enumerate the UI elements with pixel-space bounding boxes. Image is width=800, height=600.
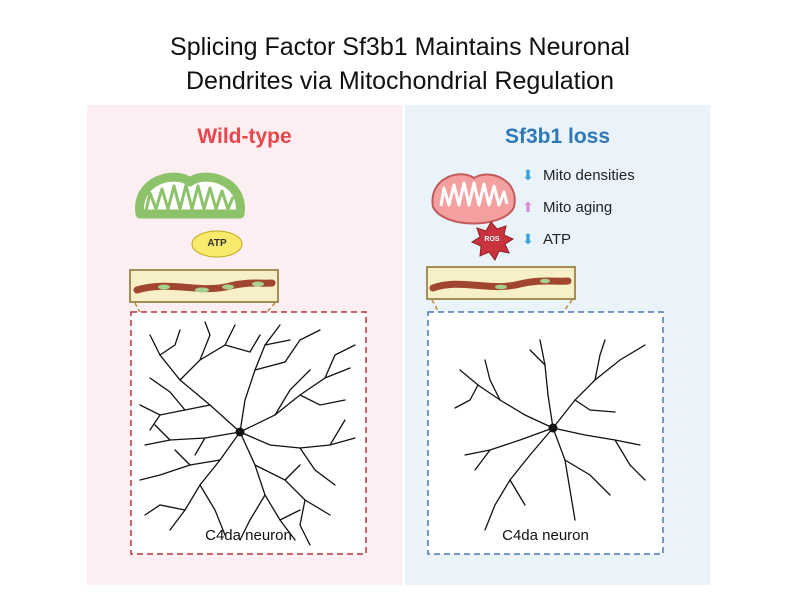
neuron-label-left: C4da neuron — [205, 527, 292, 544]
neuron-soma-right — [548, 423, 558, 433]
effect-mito-aging: ⬆ Mito aging — [520, 199, 612, 216]
neuron-soma-left — [235, 427, 245, 437]
effect-mito-densities: ⬇ Mito densities — [520, 167, 635, 184]
dendrite-inset-left — [129, 269, 279, 303]
title-line-1: Splicing Factor Sf3b1 Maintains Neuronal — [170, 33, 630, 61]
dendrite-inset-right — [426, 266, 576, 300]
title-line-2: Dendrites via Mitochondrial Regulation — [185, 67, 614, 95]
effect-label: Mito densities — [543, 167, 635, 184]
up-arrow-icon: ⬆ — [522, 199, 534, 215]
neuron-box-left — [130, 311, 367, 555]
ros-label: ROS — [484, 236, 500, 243]
healthy-mitochondrion-icon — [135, 172, 245, 219]
sf3b1-loss-heading: Sf3b1 loss — [504, 125, 611, 148]
damaged-mitochondrion-icon — [431, 173, 516, 225]
neuron-box-right — [427, 311, 664, 555]
effect-label: ATP — [543, 231, 572, 248]
ros-burst-icon — [470, 221, 515, 261]
down-arrow-icon: ⬇ — [522, 167, 534, 183]
c4da-neuron-wild-type — [139, 321, 356, 546]
c4da-neuron-sf3b1-loss — [454, 339, 646, 531]
down-arrow-icon: ⬇ — [522, 231, 534, 247]
effect-atp: ⬇ ATP — [520, 231, 571, 248]
effect-label: Mito aging — [543, 199, 613, 216]
atp-label: ATP — [207, 238, 227, 249]
neuron-label-right: C4da neuron — [502, 527, 589, 544]
atp-bubble — [191, 230, 243, 258]
figure-title: Splicing Factor Sf3b1 Maintains Neuronal… — [0, 30, 800, 98]
wild-type-heading: Wild-type — [197, 125, 292, 148]
